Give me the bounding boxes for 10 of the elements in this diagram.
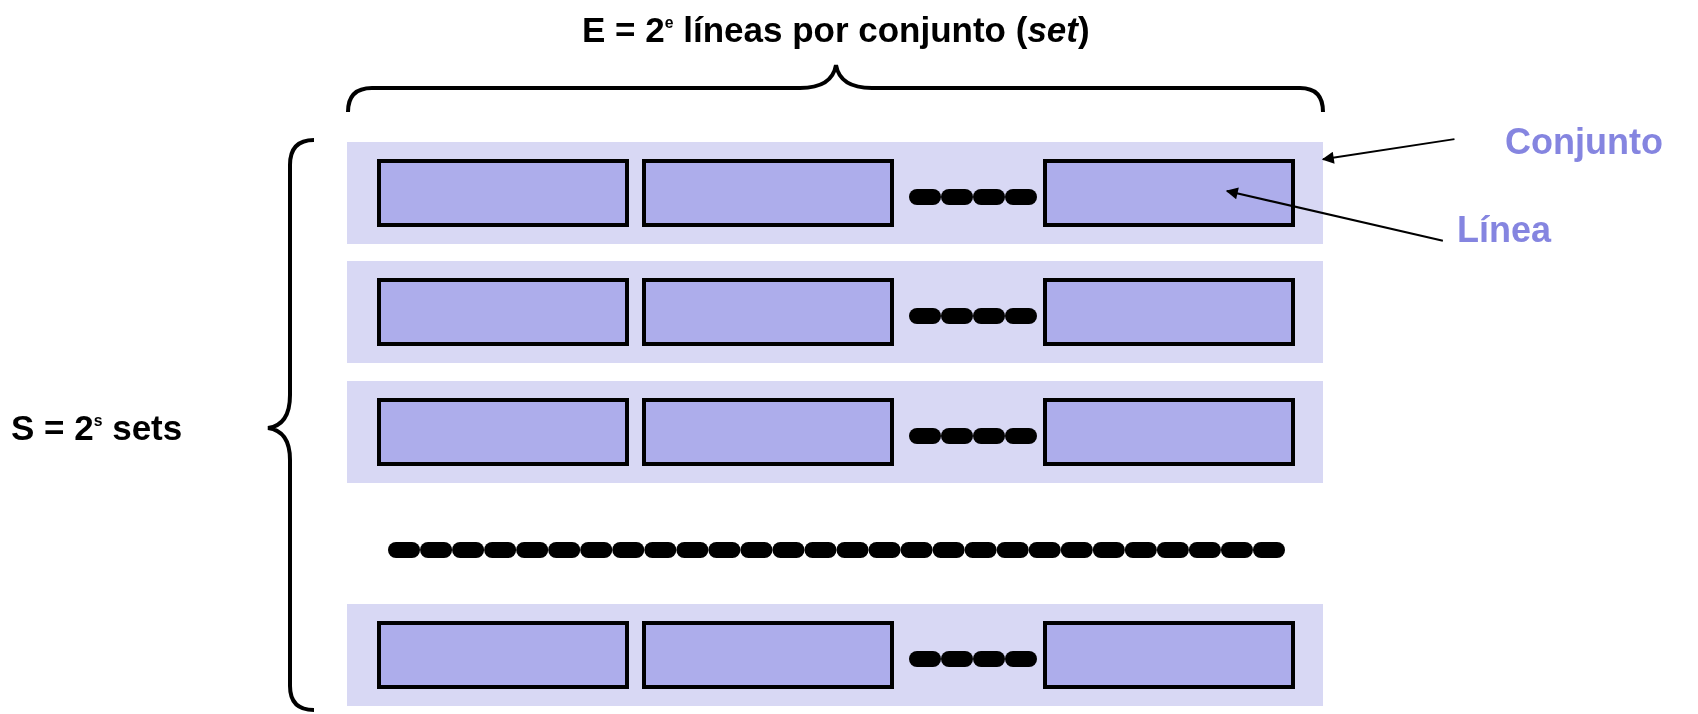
leader-arrow [1225,187,1444,242]
cache-set-band [347,381,1323,483]
leader-arrow [1321,138,1456,164]
callout-label: Conjunto [1505,124,1663,160]
cache-set-band [347,261,1323,363]
set-count-label: S = 2$^{s}$ sets [11,410,183,445]
diagram-title: E = 2$^{e}$ líneas por conjunto (set) [582,12,1090,47]
cache-set-band [347,604,1323,706]
cache-set-band [347,142,1323,244]
callout-label: Línea [1457,212,1552,248]
